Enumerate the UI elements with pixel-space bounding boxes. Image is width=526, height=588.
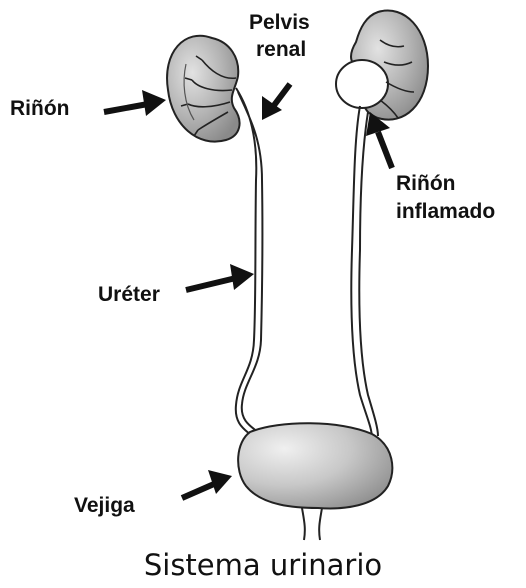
urethra	[302, 508, 322, 540]
label-ureter: Uréter	[98, 283, 160, 307]
diagram-title: Sistema urinario	[0, 548, 526, 582]
bladder	[238, 423, 392, 540]
label-renal-pelvis-line2: renal	[256, 38, 306, 62]
left-ureter	[236, 88, 263, 436]
arrow-ureter	[186, 264, 254, 290]
label-bladder: Vejiga	[74, 494, 135, 518]
arrow-kidney	[104, 90, 166, 116]
label-renal-pelvis-line1: Pelvis	[249, 11, 310, 35]
right-kidney-inflamed	[336, 11, 428, 120]
arrow-bladder	[182, 470, 232, 498]
arrow-renal-pelvis	[262, 84, 290, 120]
left-kidney	[167, 36, 240, 142]
label-kidney: Riñón	[10, 97, 69, 121]
right-ureter	[351, 106, 378, 438]
label-inflamed-kidney-line2: inflamado	[396, 200, 495, 224]
label-inflamed-kidney-line1: Riñón	[396, 172, 455, 196]
